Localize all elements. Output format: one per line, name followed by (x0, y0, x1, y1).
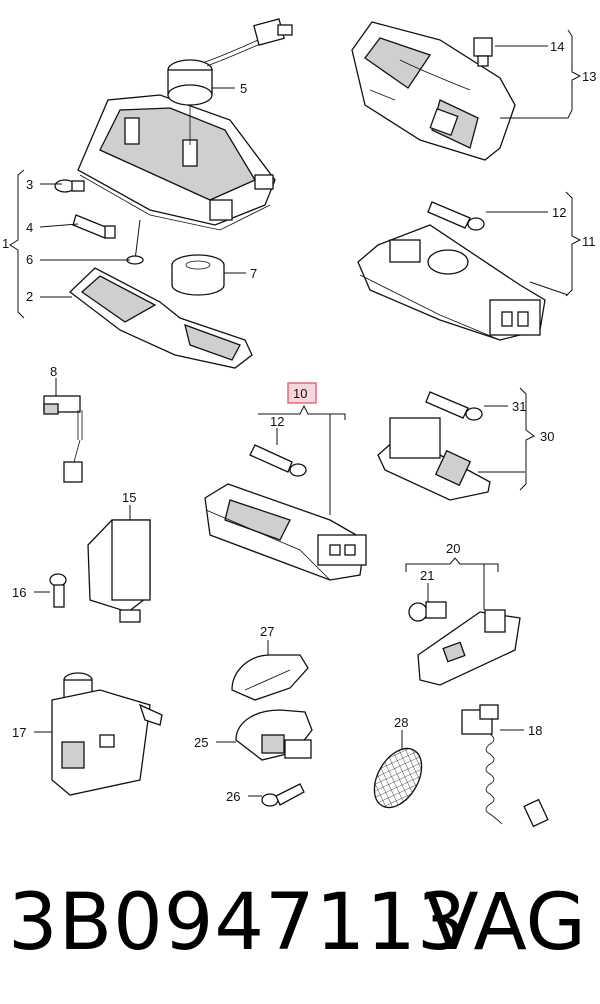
callout-16: 16 (12, 585, 26, 600)
callout-5: 5 (240, 81, 247, 96)
callout-20: 20 (446, 541, 460, 556)
parts-diagram: 1 2 3 4 5 6 7 14 13 12 11 (2, 18, 596, 828)
mesh-lens-28 (373, 747, 423, 809)
brand-name: VAG (425, 878, 586, 968)
switch-18 (461, 704, 549, 828)
callout-1: 1 (2, 236, 9, 251)
bulb-26 (261, 783, 305, 807)
switch-8 (43, 395, 83, 483)
reading-light-13 (351, 21, 516, 161)
lamp-30 (377, 417, 491, 501)
bulb-3 (54, 179, 85, 193)
callout-6: 6 (26, 252, 33, 267)
callout-10-highlight (287, 382, 317, 404)
dome-light-housing (77, 94, 276, 231)
bulb-4 (72, 214, 116, 239)
callout-27: 27 (260, 624, 274, 639)
bulb-21 (408, 601, 447, 622)
lamp-15 (87, 519, 151, 623)
callout-31: 31 (512, 399, 526, 414)
callout-30: 30 (540, 429, 554, 444)
lamp-housing-17 (51, 672, 163, 796)
bulb-31 (425, 391, 483, 421)
lamp-25 (235, 709, 313, 761)
callout-2: 2 (26, 289, 33, 304)
clip-14 (473, 37, 493, 67)
callout-10: 10 (293, 386, 307, 401)
callout-26: 26 (226, 789, 240, 804)
callout-28: 28 (394, 715, 408, 730)
diffuser-lens-2 (69, 267, 253, 369)
callout-11: 11 (582, 234, 596, 249)
interior-light-11 (357, 224, 546, 341)
callout-14: 14 (550, 39, 564, 54)
switch-assembly-20 (417, 609, 521, 686)
callout-7: 7 (250, 266, 257, 281)
callout-15: 15 (122, 490, 136, 505)
callout-12-center: 12 (270, 414, 284, 429)
callout-18: 18 (528, 723, 542, 738)
bulb-16 (49, 573, 67, 608)
callout-3: 3 (26, 177, 33, 192)
callout-21: 21 (420, 568, 434, 583)
bulb-12-center (249, 444, 307, 477)
bulb-12-upper (427, 201, 485, 231)
callout-4: 4 (26, 220, 33, 235)
callout-25: 25 (194, 735, 208, 750)
callout-8: 8 (50, 364, 57, 379)
callout-17: 17 (12, 725, 26, 740)
lens-cup-7 (171, 254, 225, 296)
lamp-socket-with-cable (167, 18, 293, 145)
callout-13: 13 (582, 69, 596, 84)
callout-12-upper: 12 (552, 205, 566, 220)
lens-27 (231, 654, 309, 701)
screw-6 (126, 219, 144, 265)
part-number: 3B0947113 (8, 878, 468, 968)
footer: 3B0947113 VAG (0, 868, 600, 988)
lamp-housing-10 (204, 483, 367, 581)
